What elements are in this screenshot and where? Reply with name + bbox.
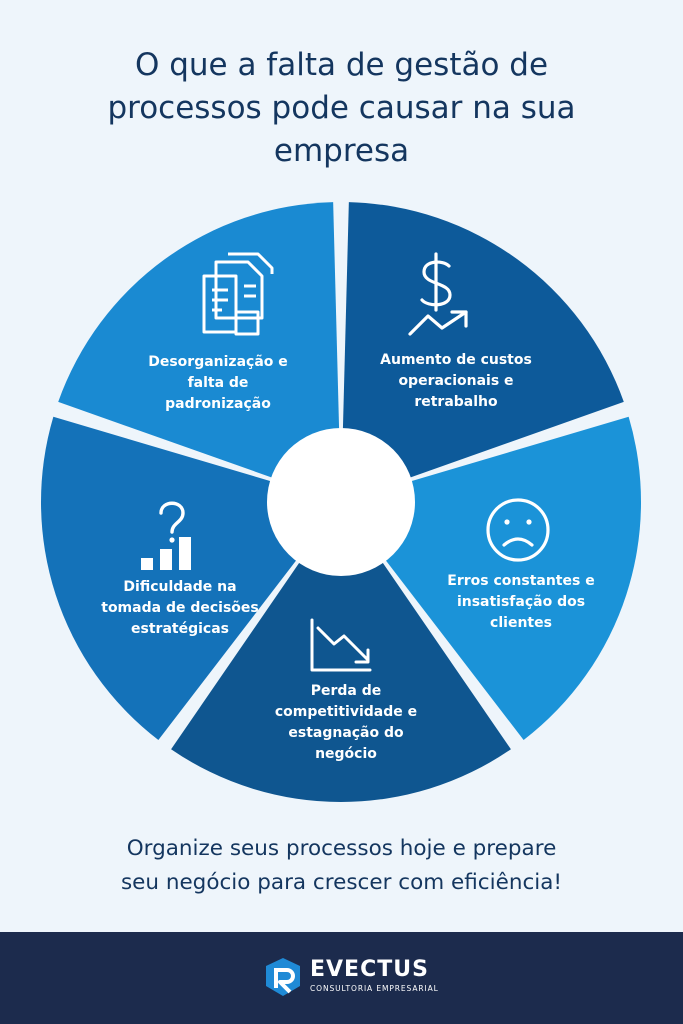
documents-icon xyxy=(202,252,274,336)
trend-down-icon xyxy=(310,618,372,672)
segment-label-line: Erros constantes e xyxy=(447,573,594,589)
brand-logo: EVECTUS CONSULTORIA EMPRESARIAL xyxy=(262,954,438,1004)
segment-label-line: padronização xyxy=(165,396,271,412)
cycle-wheel-diagram: Desorganização e falta de padronização Aume… xyxy=(40,202,641,802)
segment-label-line: tomada de decisões xyxy=(101,600,258,616)
wheel-segment-4 xyxy=(40,416,342,741)
call-to-action: Organize seus processos hoje e prepare s… xyxy=(30,832,653,900)
center-hub xyxy=(267,428,415,576)
segment-label-line: estratégicas xyxy=(131,621,229,637)
segment-label-5: Dificuldade na tomada de decisões estratég… xyxy=(101,579,258,637)
segment-label-line: negócio xyxy=(315,746,377,762)
brand-name: EVECTUS xyxy=(310,957,429,982)
wheel-segment-2 xyxy=(341,416,641,741)
brand-subtitle: CONSULTORIA EMPRESARIAL xyxy=(310,984,439,993)
segment-label-line: Aumento de custos xyxy=(380,352,532,368)
segment-label-1: Desorganização e falta de padronização xyxy=(148,354,288,412)
segment-label-line: Desorganização e xyxy=(148,354,288,370)
segment-label-line: retrabalho xyxy=(414,394,498,410)
cta-line-2: seu negócio para crescer com eficiência! xyxy=(120,870,563,895)
segment-label-line: operacionais e xyxy=(398,373,513,389)
segment-label-line: Perda de xyxy=(311,683,382,699)
segment-label-line: clientes xyxy=(490,615,552,631)
segment-label-line: Dificuldade na xyxy=(123,579,236,595)
title-line-3: empresa xyxy=(273,133,410,169)
wheel-segment-3 xyxy=(171,502,511,802)
page-title: O que a falta de gestão de processos pod… xyxy=(40,44,643,173)
title-line-1: O que a falta de gestão de xyxy=(134,47,549,83)
segment-label-3: Erros constantes e insatisfação dos client… xyxy=(447,573,594,631)
title-line-2: processos pode causar na sua xyxy=(107,90,576,126)
dollar-trend-up-icon xyxy=(408,252,468,336)
segment-label-4: Perda de competitividade e estagnação do ne… xyxy=(275,683,417,762)
segment-label-line: competitividade e xyxy=(275,704,417,720)
segment-label-line: estagnação do xyxy=(288,725,404,741)
cta-line-1: Organize seus processos hoje e prepare xyxy=(126,836,557,861)
wheel-segment-5 xyxy=(58,202,342,503)
sad-face-icon xyxy=(486,498,550,562)
segment-label-line: falta de xyxy=(188,375,249,391)
wheel-segment-1 xyxy=(341,202,624,503)
footer-bar: EVECTUS CONSULTORIA EMPRESARIAL xyxy=(0,932,683,1024)
segment-label-line: insatisfação dos xyxy=(457,594,585,610)
segment-label-2: Aumento de custos operacionais e retrabalh… xyxy=(380,352,532,410)
evectus-logo-icon xyxy=(266,958,300,996)
question-bar-chart-icon xyxy=(141,501,191,570)
